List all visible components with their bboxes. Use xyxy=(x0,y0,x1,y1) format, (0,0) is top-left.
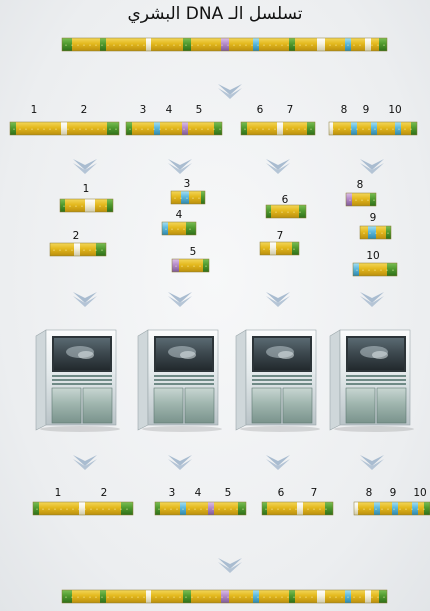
group-bar-8-9-10 xyxy=(329,122,417,135)
computer-door-right xyxy=(83,388,112,423)
arrow-down-4-1 xyxy=(73,455,97,470)
computer-door-right xyxy=(283,388,312,423)
fragment-5 xyxy=(172,259,209,272)
arrow-down-1 xyxy=(218,84,242,99)
full-dna-sequence-top xyxy=(62,38,387,51)
arrow-down-2-3 xyxy=(266,159,290,174)
fragment-4 xyxy=(162,222,196,235)
group-bar-1-2 xyxy=(10,122,119,135)
computer-door-right xyxy=(377,388,406,423)
fragment-7 xyxy=(260,242,299,255)
arrow-down-4-4 xyxy=(360,455,384,470)
sequenced-bar-6-7 xyxy=(262,502,333,515)
computer-door-left xyxy=(252,388,281,423)
arrow-down-3-3 xyxy=(266,292,290,307)
sequenced-bar-1-2 xyxy=(33,502,133,515)
arrow-down-2-4 xyxy=(360,159,384,174)
arrow-down-4-2 xyxy=(168,455,192,470)
sequenced-bar-3-4-5 xyxy=(155,502,246,515)
fragment-3 xyxy=(171,191,205,204)
group-bar-6-7 xyxy=(241,122,315,135)
fragment-10 xyxy=(353,263,397,276)
arrow-down-4-3 xyxy=(266,455,290,470)
fragment-9 xyxy=(360,226,391,239)
computer-1 xyxy=(36,330,120,432)
arrow-down-5 xyxy=(218,558,242,573)
computer-door-left xyxy=(346,388,375,423)
fragment-6 xyxy=(266,205,306,218)
full-dna-sequence-bottom xyxy=(62,590,387,603)
computer-2 xyxy=(138,330,222,432)
computer-4 xyxy=(330,330,414,432)
arrow-down-3-4 xyxy=(360,292,384,307)
sequenced-bar-8-9-10 xyxy=(354,502,430,515)
computer-door-right xyxy=(185,388,214,423)
arrow-down-3-2 xyxy=(168,292,192,307)
fragment-8 xyxy=(346,193,376,206)
computer-door-left xyxy=(154,388,183,423)
fragment-2 xyxy=(50,243,106,256)
arrow-down-2-1 xyxy=(73,159,97,174)
arrow-down-2-2 xyxy=(168,159,192,174)
fragment-1 xyxy=(60,199,113,212)
computer-3 xyxy=(236,330,320,432)
group-bar-3-4-5 xyxy=(126,122,222,135)
arrow-down-3-1 xyxy=(73,292,97,307)
computer-door-left xyxy=(52,388,81,423)
